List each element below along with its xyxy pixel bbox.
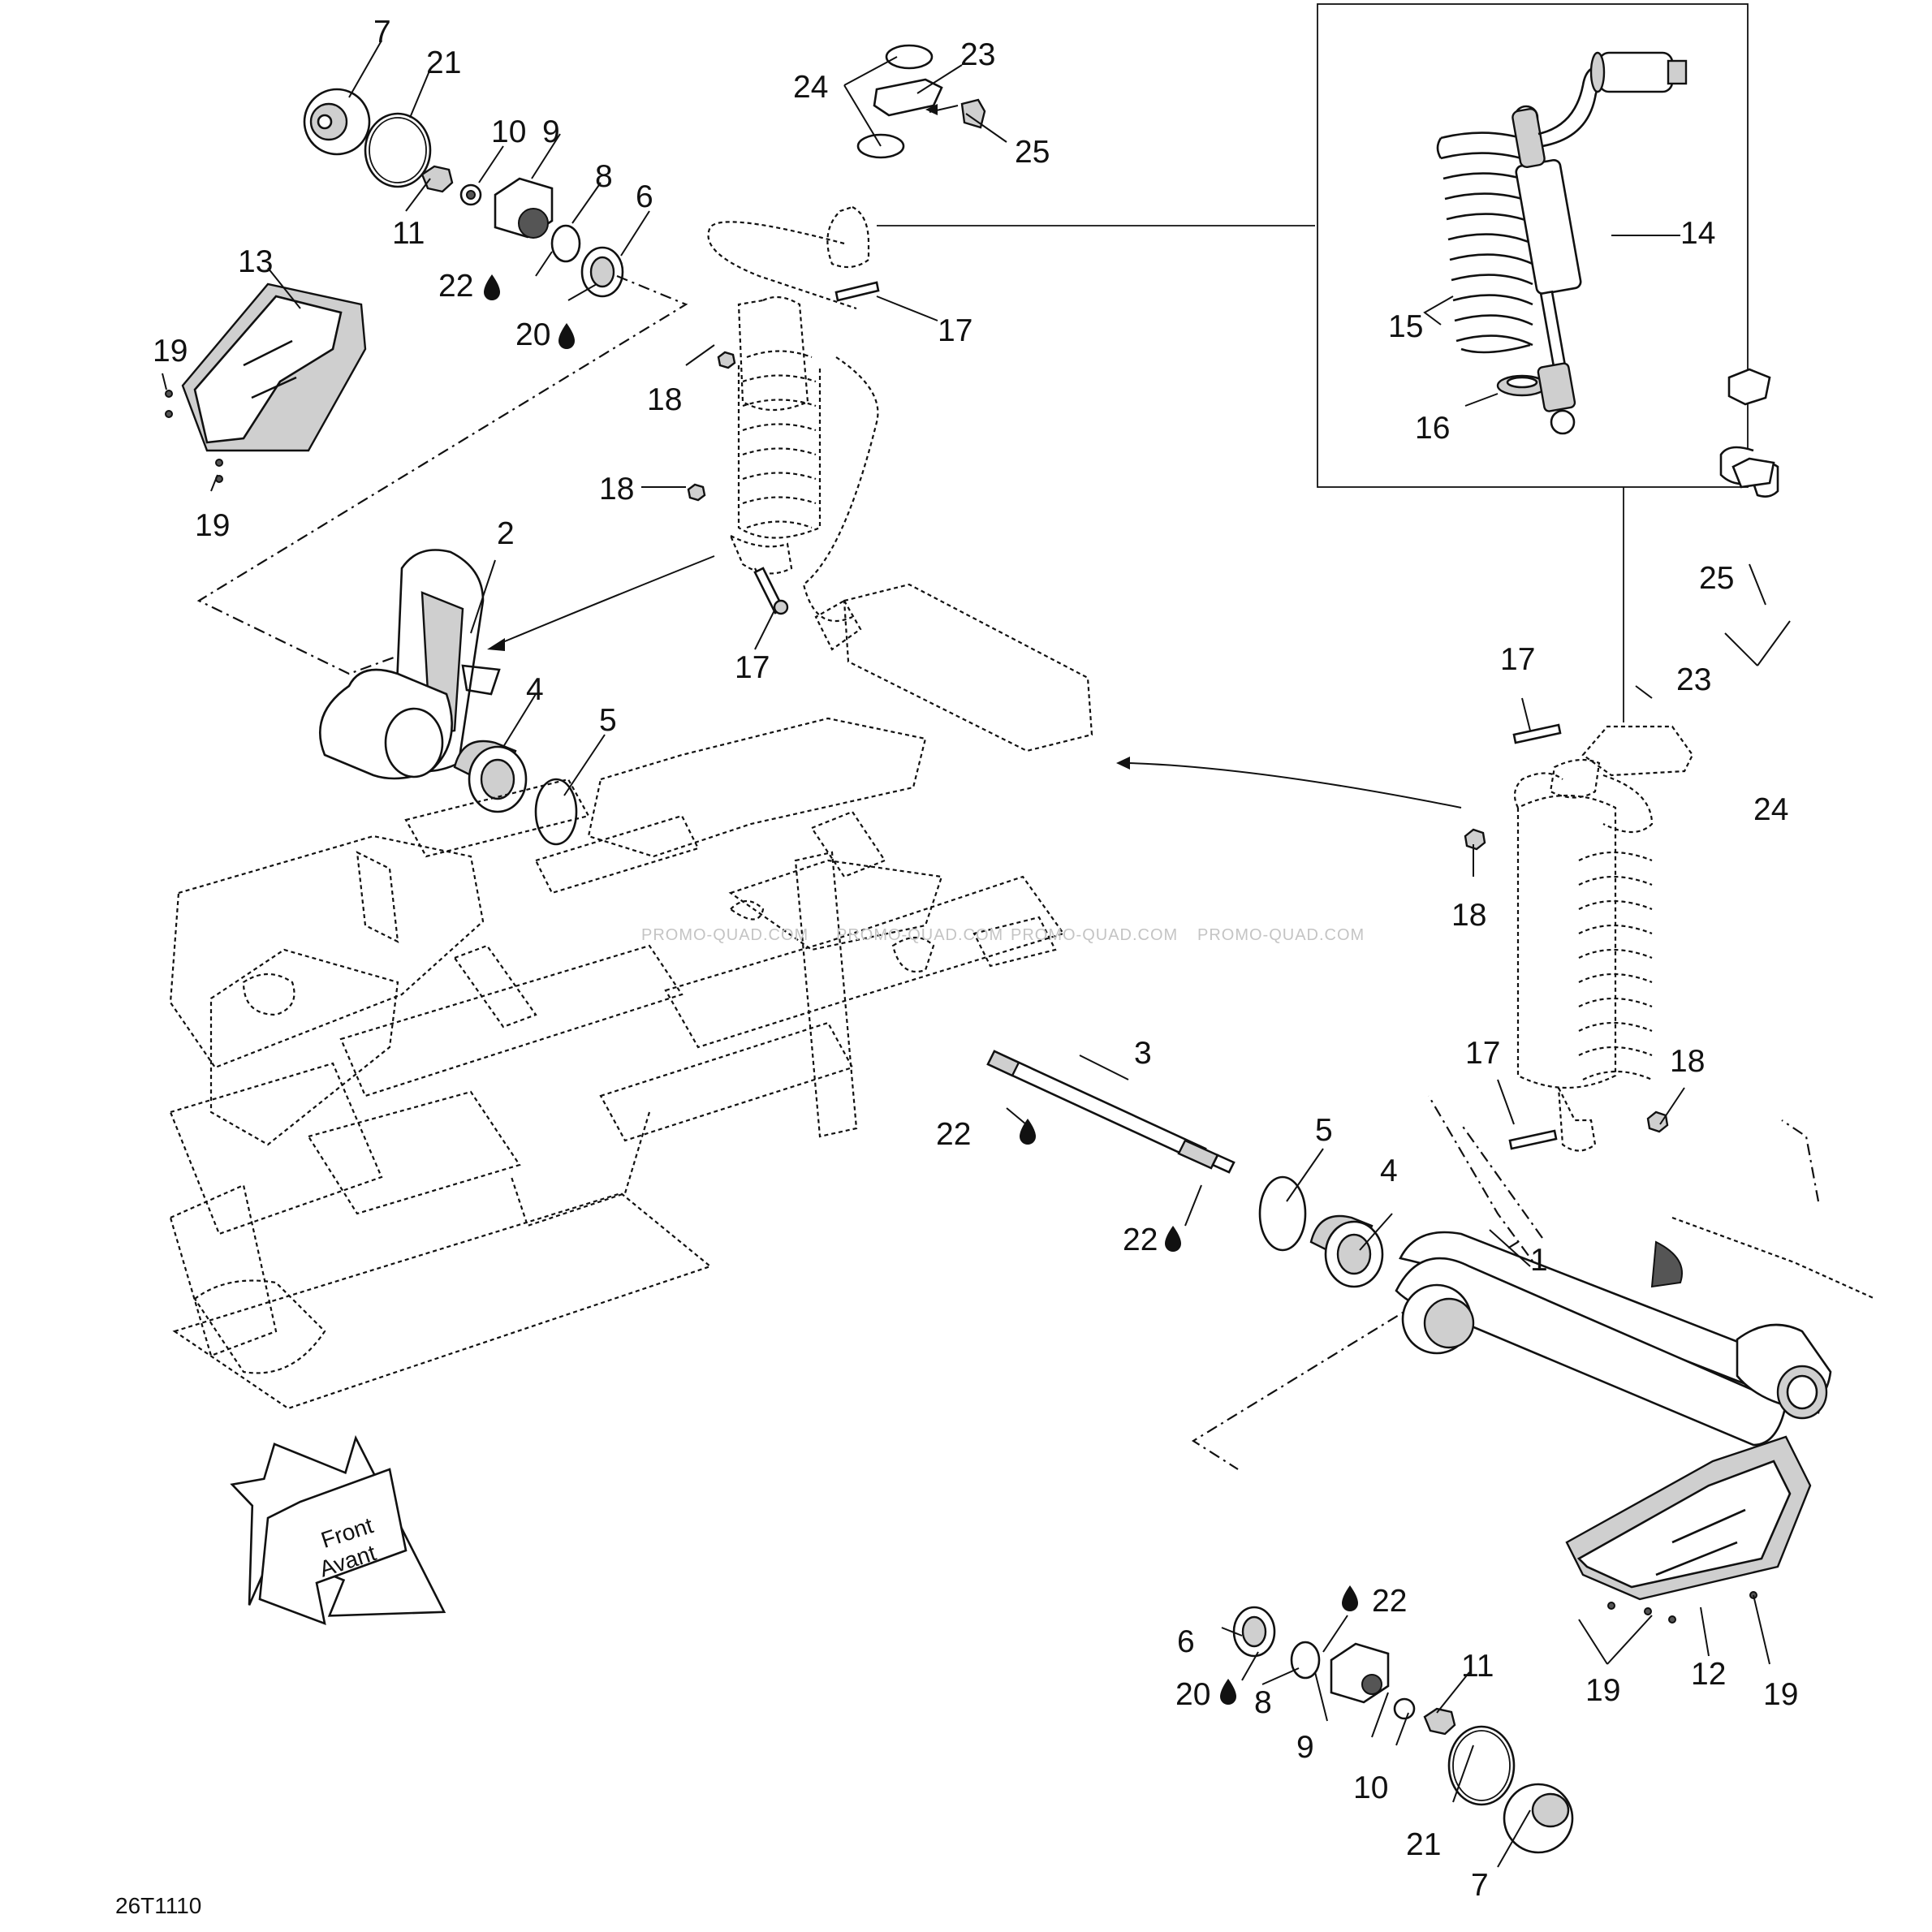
front-direction-arrow-icon: Front Avant [230, 1434, 446, 1626]
inset-frame [1317, 3, 1749, 488]
lubricant-drop-icon [1020, 1119, 1036, 1145]
nut-11-right [1423, 1707, 1456, 1736]
callout-5: 5 [599, 703, 617, 738]
right-hub-parts [1232, 1606, 1574, 1854]
callout-12: 12 [1691, 1657, 1726, 1692]
callout-22: 22 [438, 269, 473, 304]
clamp-24-lower [856, 133, 905, 159]
callout-22: 22 [1123, 1223, 1158, 1257]
lubricant-drop-icons [484, 274, 1358, 1705]
callout-labels: 7 21 10 9 11 8 6 22 20 13 19 19 24 23 25… [153, 15, 1798, 1903]
lubricant-drop-icon [1165, 1226, 1181, 1252]
swing-arm-2 [318, 549, 501, 780]
callout-8: 8 [1254, 1685, 1272, 1720]
rear-shock-right [1464, 368, 1779, 1152]
lubricant-drop-icon [1220, 1679, 1236, 1705]
callout-24: 24 [1753, 792, 1788, 827]
callout-18: 18 [647, 382, 682, 417]
construction-line-left [196, 274, 688, 675]
callout-14: 14 [1680, 216, 1715, 251]
callout-11: 11 [1461, 1649, 1494, 1684]
swing-arm-1 [1395, 1216, 1876, 1447]
callout-6: 6 [636, 179, 653, 214]
callout-7: 7 [373, 15, 391, 50]
diagram-code: 26T1110 [115, 1893, 201, 1918]
callout-19: 19 [153, 334, 188, 369]
callout-17: 17 [1465, 1036, 1500, 1071]
assembly-arrow-1 [494, 555, 715, 646]
callout-22: 22 [936, 1117, 971, 1152]
callout-23: 23 [1676, 662, 1711, 697]
clamp-24-upper [885, 44, 934, 70]
callout-10: 10 [1353, 1770, 1388, 1805]
callout-9: 9 [542, 114, 560, 149]
callout-4: 4 [1380, 1154, 1398, 1188]
bearing-4-left [453, 740, 528, 813]
rear-shock-left [687, 205, 880, 622]
lubricant-drop-icon [558, 323, 575, 349]
callout-23: 23 [960, 37, 995, 72]
assembly-arrow-2 [1128, 762, 1462, 809]
callout-17: 17 [1500, 642, 1535, 677]
vehicle-frame [169, 583, 1093, 1410]
hub-9-right [1330, 1642, 1390, 1704]
callout-15: 15 [1388, 309, 1423, 344]
callout-20: 20 [515, 317, 550, 352]
callout-22: 22 [1372, 1584, 1407, 1619]
watermark-3: PROMO-QUAD.COM [1011, 926, 1178, 944]
callout-6: 6 [1177, 1624, 1195, 1659]
nut-11 [420, 165, 454, 193]
callout-10: 10 [491, 114, 526, 149]
guard-13 [165, 282, 367, 483]
callout-9: 9 [1296, 1730, 1314, 1765]
lubricant-drop-icon [484, 274, 500, 300]
watermark-2: PROMO-QUAD.COM [836, 926, 1003, 944]
callout-2: 2 [497, 516, 515, 551]
callout-13: 13 [238, 244, 273, 279]
callout-24: 24 [793, 70, 828, 105]
callout-11: 11 [392, 216, 425, 251]
callout-17: 17 [735, 650, 770, 685]
callout-19: 19 [1585, 1673, 1620, 1708]
shock-detail-inset [877, 3, 1749, 722]
grommet-25-right [1727, 368, 1771, 406]
bracket-23-right [1731, 457, 1775, 489]
callout-19: 19 [1763, 1677, 1798, 1712]
callout-18: 18 [1670, 1044, 1705, 1079]
callout-7: 7 [1471, 1868, 1489, 1903]
ring-21-right [1447, 1725, 1516, 1806]
shock-absorber-14 [1512, 51, 1688, 435]
callout-17: 17 [938, 313, 972, 348]
callout-4: 4 [526, 672, 544, 707]
guard-12 [1565, 1435, 1812, 1624]
callout-18: 18 [1451, 898, 1486, 933]
callout-16: 16 [1415, 411, 1450, 446]
seal-8-right [1290, 1641, 1321, 1680]
callout-18: 18 [599, 472, 634, 507]
callout-25: 25 [1015, 135, 1050, 170]
callout-20: 20 [1175, 1677, 1210, 1712]
callout-5: 5 [1315, 1113, 1333, 1148]
callout-3: 3 [1134, 1036, 1152, 1071]
circlip-5-right [1258, 1175, 1307, 1252]
callout-21: 21 [1406, 1827, 1441, 1862]
construction-line-right [1428, 1095, 1543, 1275]
watermark-1: PROMO-QUAD.COM [641, 926, 809, 944]
circlip-5-left [534, 778, 578, 846]
callout-8: 8 [595, 159, 613, 194]
callout-25: 25 [1699, 561, 1734, 596]
callout-21: 21 [426, 45, 461, 80]
callout-19: 19 [195, 508, 230, 543]
callout-1: 1 [1530, 1243, 1548, 1278]
ring-21 [364, 112, 432, 188]
washer-10-right [1393, 1697, 1416, 1720]
watermark-4: PROMO-QUAD.COM [1197, 926, 1365, 944]
left-hub-parts [303, 88, 624, 298]
lubricant-drop-icon [1342, 1585, 1358, 1611]
seal-8 [550, 224, 581, 263]
grommet-25 [960, 98, 986, 129]
bearing-4-right [1309, 1214, 1384, 1288]
shaft-3 [986, 1050, 1236, 1174]
